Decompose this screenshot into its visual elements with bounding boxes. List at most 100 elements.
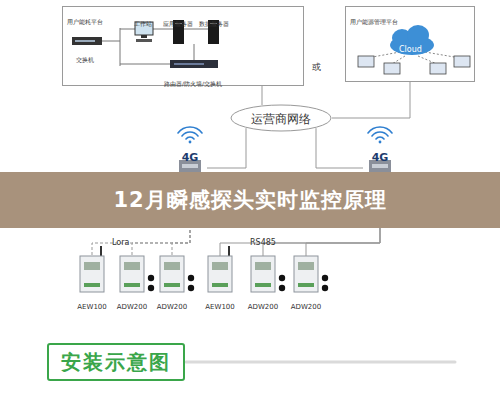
meter-body — [120, 256, 144, 292]
network-wire — [194, 44, 195, 60]
current-clamp — [322, 275, 328, 281]
router-icon — [170, 60, 218, 68]
meter-screen — [164, 262, 180, 270]
label: Cloud — [399, 45, 422, 54]
label-box: 或 — [312, 55, 321, 74]
meter-antenna — [228, 246, 230, 256]
label-box: 数据服务器 — [199, 11, 229, 30]
label: 交换机 — [76, 56, 94, 63]
meter-screen — [84, 262, 314, 270]
label: 或 — [312, 62, 321, 72]
label: RS485 — [250, 238, 276, 247]
connector — [332, 82, 410, 118]
node-text: ADW200 — [291, 303, 321, 312]
cloud-icon — [390, 25, 434, 55]
meter-node: AEW100 — [71, 256, 113, 306]
current-clamp — [279, 285, 285, 291]
network-wire — [120, 29, 135, 30]
network-wire — [153, 29, 173, 30]
workstation-icon — [141, 35, 147, 38]
title: 12月瞬感探头实时监控原理 — [113, 188, 386, 212]
current-clamp — [148, 275, 328, 291]
gateway-device — [372, 164, 388, 168]
connector — [316, 128, 363, 168]
network-wire — [120, 64, 170, 65]
computer-icon — [358, 56, 374, 67]
current-clamp — [279, 275, 285, 281]
node-text: ADW200 — [117, 303, 147, 312]
label-box: 应用服务器 — [163, 11, 193, 30]
computer-icon — [358, 56, 470, 74]
node-text: ADW200 — [157, 303, 187, 312]
meter-terminal — [84, 283, 100, 287]
meter-body — [208, 256, 232, 292]
node-text: AEW100 — [205, 303, 235, 312]
meter-body — [251, 256, 275, 292]
label: 路由器/防火墙/交换机 — [164, 80, 222, 87]
meter-body — [294, 256, 318, 292]
wifi-icon — [379, 141, 382, 144]
network-wire — [102, 41, 120, 42]
divider-line — [186, 362, 455, 363]
node-text: 用户能耗平台 — [67, 18, 103, 26]
divider-line — [186, 361, 455, 364]
meter-screen — [255, 262, 271, 270]
meter-screen — [212, 262, 228, 270]
network-wire — [120, 28, 121, 66]
network-wire — [184, 29, 208, 30]
current-clamp — [148, 275, 154, 281]
label-box: 交换机 — [76, 47, 94, 66]
meter-body — [160, 256, 184, 292]
node-text: ADW200 — [248, 303, 278, 312]
workstation-icon — [136, 39, 152, 42]
label: 应用服务器 — [163, 20, 193, 27]
meter-terminal — [212, 283, 228, 287]
meter-terminal — [124, 283, 140, 287]
wifi-icon — [189, 141, 192, 144]
switch-icon — [72, 37, 102, 45]
node-text: 运营商网络 — [251, 105, 311, 133]
current-clamp — [188, 285, 194, 291]
meter-screen — [124, 262, 140, 270]
meter-terminal — [255, 283, 271, 287]
wifi-icon — [182, 132, 198, 136]
wifi-icon — [368, 127, 392, 133]
wifi-icon — [186, 137, 194, 139]
meter-antenna — [101, 246, 229, 256]
meter-terminal — [298, 283, 314, 287]
label: 工作站 — [134, 20, 152, 27]
router-icon — [170, 60, 218, 68]
meter-body — [80, 256, 318, 292]
meter-node: ADW200 — [151, 256, 194, 306]
current-clamp — [148, 285, 154, 291]
meter-screen — [84, 262, 100, 270]
meter-body — [80, 256, 104, 292]
meter-node: ADW200 — [285, 256, 328, 306]
meter-screen — [298, 262, 314, 270]
section-heading-box: 安装示意图 — [47, 343, 185, 381]
switch-icon — [75, 40, 95, 42]
meter-antenna — [100, 246, 102, 256]
network-oval: 运营商网络 — [230, 104, 332, 132]
label-box: RS485 — [250, 230, 276, 249]
node-text: 用户能源管理平台 — [350, 18, 398, 26]
node-text: AEW100 — [77, 303, 107, 312]
connector — [262, 86, 263, 105]
wifi-icon — [372, 132, 388, 136]
label: Lora — [112, 238, 129, 247]
meter-node: ADW200 — [242, 256, 285, 306]
node-text: 4G — [372, 152, 389, 164]
meter-node: AEW100 — [199, 256, 241, 306]
computer-icon — [384, 63, 400, 74]
wifi-icon — [178, 127, 202, 133]
meter-node: ADW200 — [111, 256, 154, 306]
computer-icon — [430, 63, 446, 74]
current-clamp — [188, 275, 194, 281]
label-box: 工作站 — [134, 11, 152, 30]
label: 数据服务器 — [199, 20, 229, 27]
node-text: 4G — [182, 152, 199, 164]
node-text: 安装示意图 — [61, 345, 171, 379]
router-icon — [174, 63, 204, 65]
computer-icon — [454, 56, 470, 67]
title-banner: 12月瞬感探头实时监控原理 — [0, 172, 500, 228]
